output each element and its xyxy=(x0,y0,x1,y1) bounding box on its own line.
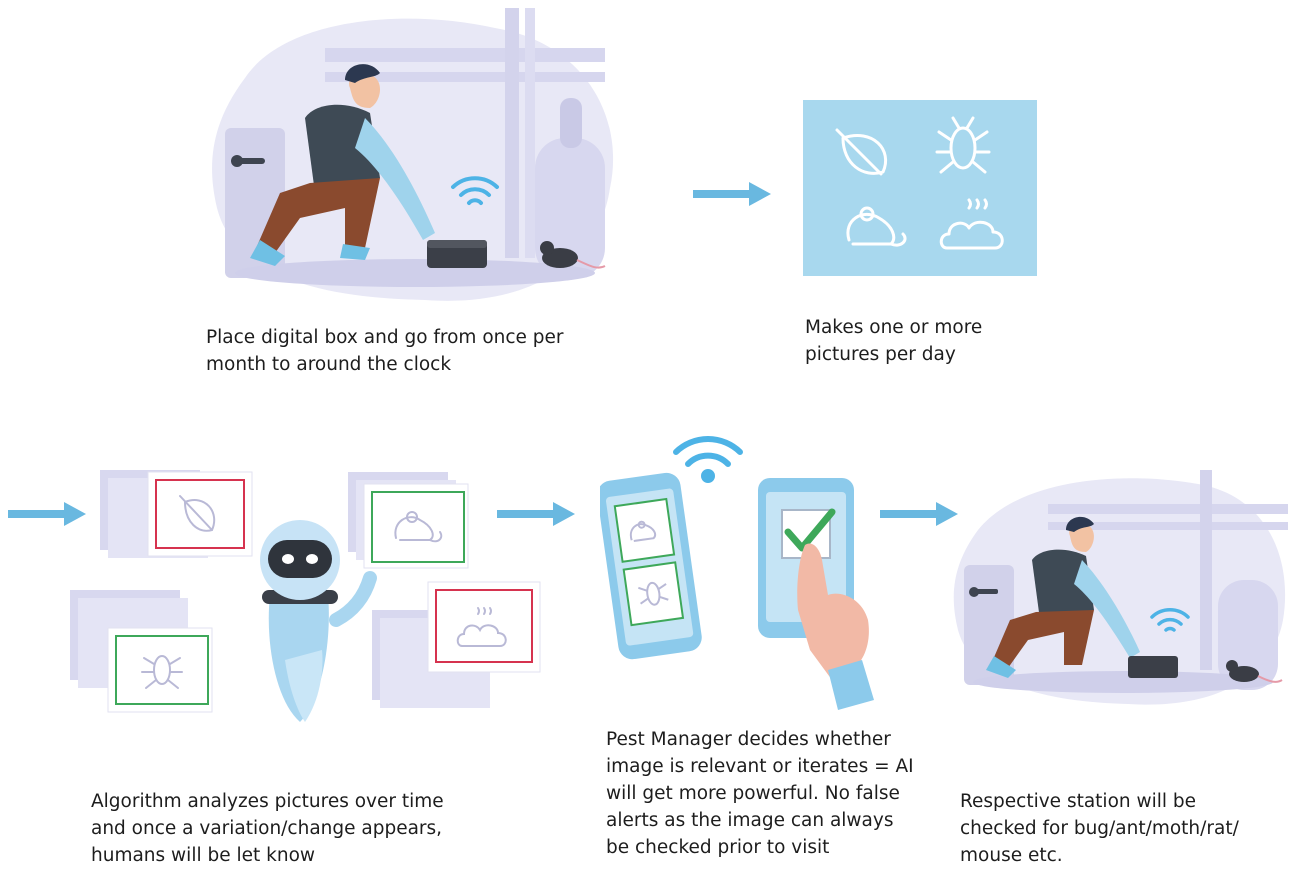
wifi-icon xyxy=(1150,608,1190,632)
bug-icon xyxy=(935,116,991,174)
arrow-right-icon xyxy=(880,500,960,528)
wifi-icon xyxy=(673,436,743,483)
caption-line: month to around the clock xyxy=(206,354,452,375)
caption-line: be checked prior to visit xyxy=(606,837,830,858)
caption-line: Algorithm analyzes pictures over time xyxy=(91,791,444,812)
mouse-icon xyxy=(394,511,443,543)
algorithm-illustration xyxy=(60,460,550,730)
caption-line: Place digital box and go from once per xyxy=(206,327,564,348)
step1-caption: Place digital box and go from once per m… xyxy=(206,324,564,378)
bug-icon xyxy=(141,655,183,689)
caption-line: will get more powerful. No false xyxy=(606,783,900,804)
caption-line: humans will be let know xyxy=(91,845,316,866)
caption-line: pictures per day xyxy=(805,344,956,365)
pest-icons-panel xyxy=(803,100,1037,276)
leaf-icon xyxy=(179,495,216,532)
checkmark-icon xyxy=(784,508,836,552)
caption-line: image is relevant or iterates = AI xyxy=(606,756,914,777)
leaf-icon xyxy=(835,128,888,176)
phones-illustration xyxy=(600,420,880,710)
step3-caption: Algorithm analyzes pictures over time an… xyxy=(91,788,444,869)
arrow-right-icon xyxy=(693,180,773,208)
caption-line: mouse etc. xyxy=(960,845,1063,866)
step4-caption: Pest Manager decides whether image is re… xyxy=(606,726,914,861)
arrow-right-icon xyxy=(8,500,88,528)
mouse-icon xyxy=(846,206,907,247)
caption-line: Pest Manager decides whether xyxy=(606,729,891,750)
step1-illustration xyxy=(205,8,625,308)
mold-icon xyxy=(456,607,507,647)
arrow-right-icon xyxy=(497,500,577,528)
step2-caption: Makes one or more pictures per day xyxy=(805,314,982,368)
caption-line: and once a variation/change appears, xyxy=(91,818,443,839)
caption-line: alerts as the image can always xyxy=(606,810,894,831)
robot-icon xyxy=(260,520,377,722)
caption-line: checked for bug/ant/moth/rat/ xyxy=(960,818,1239,839)
mold-icon xyxy=(939,198,1004,250)
step5-caption: Respective station will be checked for b… xyxy=(960,788,1239,869)
caption-line: Makes one or more xyxy=(805,317,983,338)
caption-line: Respective station will be xyxy=(960,791,1197,812)
step5-illustration xyxy=(948,470,1293,710)
